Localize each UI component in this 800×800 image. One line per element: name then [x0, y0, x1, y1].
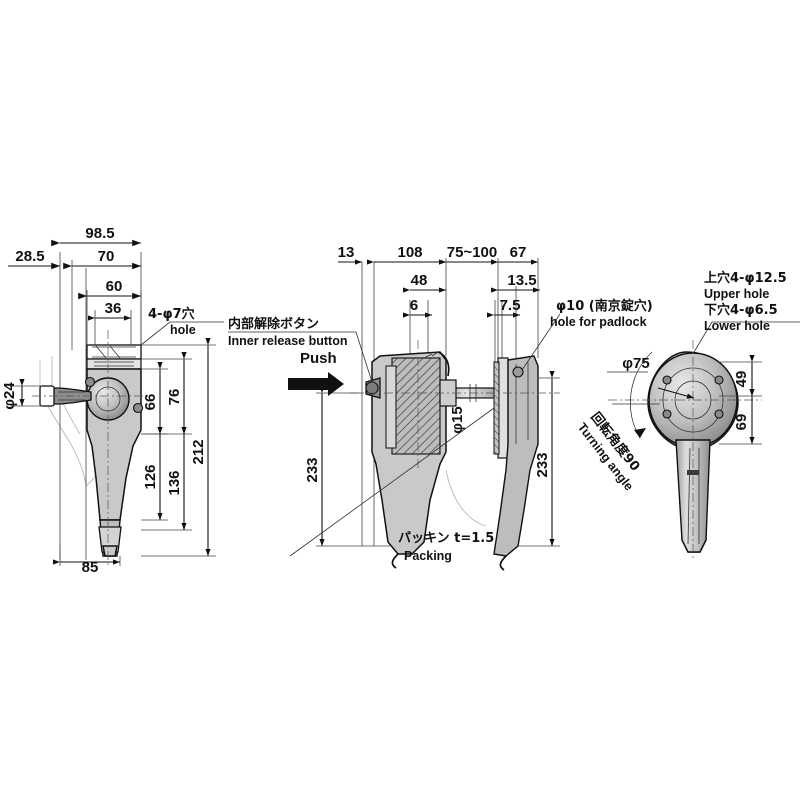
section-tail-right [499, 555, 507, 571]
dim-136: 136 [141, 426, 192, 531]
dim-67-label: 67 [510, 244, 527, 261]
dim-76-label: 76 [166, 389, 183, 406]
callout-lower-hole-jp: 下穴4-φ6.5 [704, 302, 778, 318]
dim-28-5-label: 28.5 [15, 248, 44, 265]
dim-7-5-label: 7.5 [500, 297, 521, 314]
section-cavity-hatch [391, 357, 441, 455]
dim-phi15-label: φ15 [449, 406, 466, 433]
dim-6-label: 6 [410, 297, 418, 314]
callout-release-en: Inner release button [228, 334, 347, 348]
callout-inner-release-button: 内部解除ボタン Inner release button Push [228, 316, 373, 396]
dim-212: 212 [141, 337, 216, 557]
dim-phi24-label: φ24 [1, 382, 18, 410]
callout-lower-hole-en: Lower hole [704, 319, 770, 333]
dim-212-label: 212 [190, 439, 207, 464]
callout-upper-hole-en: Upper hole [704, 287, 769, 301]
dim-36: 36 [87, 300, 132, 345]
section-rim [437, 351, 450, 377]
dim-49-label: 49 [733, 371, 750, 388]
turning-angle-arc [630, 351, 653, 439]
dim-36-label: 36 [105, 300, 122, 317]
dim-85-label: 85 [82, 559, 99, 576]
callout-upper-hole-jp: 上穴4-φ12.5 [704, 270, 787, 286]
callout-packing-jp: パッキン t=1.5 [398, 531, 494, 546]
dim-48-label: 48 [411, 272, 428, 289]
dim-row-third: 6 7.5 [402, 297, 521, 318]
dim-phi75: φ75 [607, 355, 695, 405]
dim-126: 126 [141, 426, 168, 521]
dim-69-label: 69 [733, 414, 750, 431]
dim-phi24: φ24 [1, 378, 42, 410]
dim-85: 85 [52, 545, 121, 576]
side-view-group: 98.5 28.5 70 60 36 4-φ [1, 225, 224, 576]
dim-28-5: 28.5 [8, 248, 60, 270]
section-view-group: 13 108 75~100 67 48 13.5 6 7.5 φ15 [228, 244, 653, 571]
turning-angle-arrow [634, 428, 646, 438]
dim-13-label: 13 [338, 244, 355, 261]
dim-13-5-label: 13.5 [507, 272, 536, 289]
callout-packing: パッキン t=1.5 Packing [289, 407, 494, 563]
mount-plate-flange [86, 358, 142, 370]
front-hole-br [714, 409, 724, 419]
dim-66-label: 66 [142, 394, 159, 411]
callout-padlock-jp: φ10 (南京錠穴) [556, 298, 653, 314]
dim-row-top: 13 108 75~100 67 [338, 244, 539, 358]
dim-108-label: 108 [397, 244, 422, 261]
callout-4-phi7-hole: 4-φ7穴 hole [140, 306, 224, 346]
plate-detail-5 [95, 345, 121, 359]
dim-233-left: 233 [304, 385, 392, 547]
side-shank-neck [102, 545, 118, 557]
front-lever-line1 [687, 447, 691, 545]
dim-233-right: 233 [518, 370, 560, 547]
dim-233-left-label: 233 [304, 457, 321, 482]
callout-4-phi7-jp: 4-φ7穴 [148, 306, 195, 322]
callout-upper-lower-hole: 上穴4-φ12.5 Upper hole 下穴4-φ6.5 Lower hole [693, 270, 800, 353]
front-hole-bl [662, 409, 672, 419]
callout-padlock-en: hole for padlock [550, 315, 647, 329]
callout-push-label: Push [300, 350, 337, 367]
dim-136-label: 136 [166, 470, 183, 495]
front-hole-tr [714, 375, 724, 385]
side-pin-right [132, 402, 144, 414]
section-packing [493, 361, 500, 455]
section-button-cap [365, 381, 379, 395]
dim-126-label: 126 [142, 464, 159, 489]
dim-70-label: 70 [98, 248, 115, 265]
side-pin-left [84, 376, 96, 388]
callout-hole-for-padlock: φ10 (南京錠穴) hole for padlock [521, 298, 653, 371]
dim-60: 60 [78, 278, 142, 345]
section-tail-left [391, 553, 399, 569]
front-hole-tl [662, 375, 672, 385]
callout-packing-en: Packing [404, 549, 452, 563]
callout-release-jp: 内部解除ボタン [228, 316, 319, 332]
dim-98-5-label: 98.5 [85, 225, 114, 242]
section-padlock-hole [512, 366, 524, 378]
section-rim-detail [423, 351, 439, 359]
dim-49: 49 [719, 354, 762, 397]
dim-69: 69 [719, 388, 762, 445]
section-cavity-wall [385, 365, 397, 449]
dim-60-label: 60 [106, 278, 123, 295]
dim-phi75-label: φ75 [622, 355, 649, 372]
dim-70: 70 [63, 248, 141, 270]
dim-233-right-label: 233 [534, 452, 551, 477]
callout-4-phi7-en: hole [170, 323, 196, 337]
push-arrow-icon [288, 372, 344, 396]
dim-row-second: 48 13.5 [402, 272, 540, 293]
dim-75-100-label: 75~100 [447, 244, 497, 261]
